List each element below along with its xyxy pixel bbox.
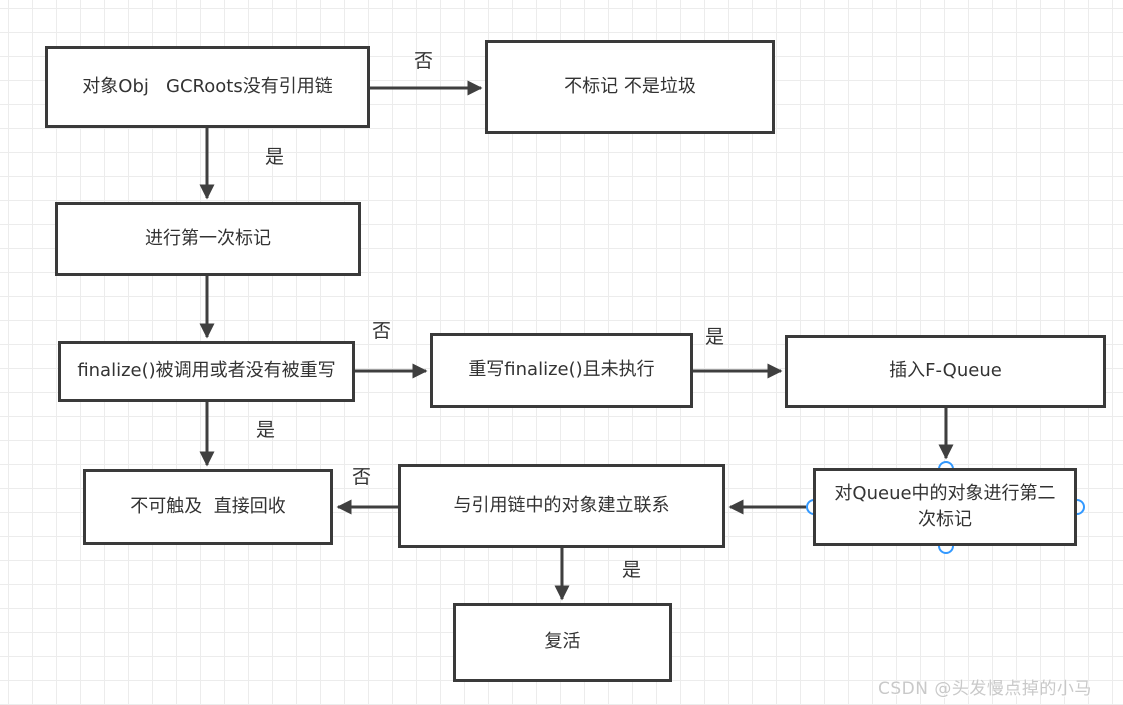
flow-node-label: 与引用链中的对象建立联系 [453,494,670,516]
edge-label-yes-objgcroots: 是 [265,146,285,168]
flow-node-label: 不标记 不是垃圾 [564,75,696,97]
flow-node-no-mark[interactable]: 不标记 不是垃圾 [485,40,775,134]
csdn-watermark: CSDN @头发慢点掉的小马 [878,679,1092,699]
edge-label-yes-establishlink: 是 [622,559,642,581]
flow-node-label: finalize()被调用或者没有被重写 [77,360,336,382]
edge-label-yes-rewritefinalize: 是 [705,326,725,348]
flow-node-insert-fqueue[interactable]: 插入F-Queue [785,335,1106,408]
flow-node-first-mark[interactable]: 进行第一次标记 [55,202,361,276]
flow-node-label: 对Queue中的对象进行第二次标记 [834,482,1056,530]
flow-node-rewrite-finalize[interactable]: 重写finalize()且未执行 [430,333,693,408]
flow-node-unreachable-recycle[interactable]: 不可触及 直接回收 [83,469,333,545]
edge-label-no-objgcroots: 否 [414,50,434,72]
flow-node-label: 不可触及 直接回收 [130,495,286,517]
flow-node-finalize-called[interactable]: finalize()被调用或者没有被重写 [58,341,355,402]
flow-node-label: 重写finalize()且未执行 [468,359,655,381]
edge-label-no-establishlink: 否 [352,466,372,488]
flow-node-establish-link[interactable]: 与引用链中的对象建立联系 [398,464,725,548]
flow-node-second-mark[interactable]: 对Queue中的对象进行第二次标记 [813,468,1077,546]
edge-label-yes-finalizecalled: 是 [256,419,276,441]
flow-node-obj-gcroots[interactable]: 对象Obj GCRoots没有引用链 [45,46,370,128]
flow-node-label: 进行第一次标记 [145,227,271,249]
flow-node-label: 插入F-Queue [889,360,1002,382]
flow-node-label: 对象Obj GCRoots没有引用链 [82,75,333,97]
flow-node-revive[interactable]: 复活 [453,603,672,682]
flow-node-label: 复活 [544,631,581,653]
edge-label-no-finalizecalled: 否 [372,320,392,342]
